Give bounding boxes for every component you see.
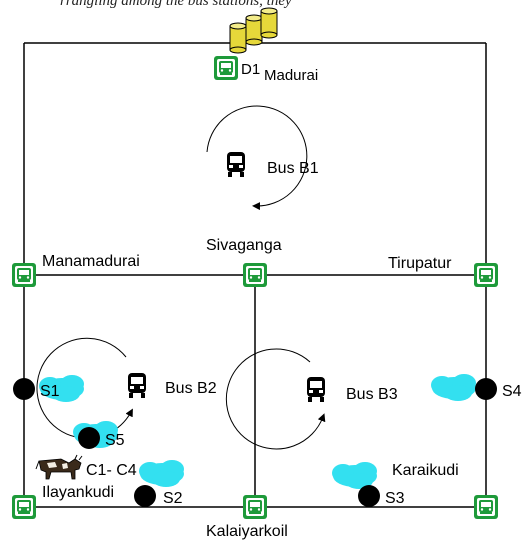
stop-label-s2: S2 bbox=[163, 490, 183, 507]
bus-label-b1: Bus B1 bbox=[267, 160, 319, 177]
bus-station-icon-tirupatur bbox=[474, 263, 498, 287]
fuel-depot-icon bbox=[229, 7, 278, 54]
stop-label-s1: S1 bbox=[40, 383, 60, 400]
bus-station-icon-karaikudi bbox=[474, 495, 498, 519]
bus-station-icon-ilayankudi bbox=[12, 495, 36, 519]
bus-station-icon-madurai bbox=[214, 56, 238, 80]
depot-id: D1 bbox=[241, 61, 260, 78]
bus-label-b2: Bus B2 bbox=[165, 380, 217, 397]
bus-icon-b2 bbox=[128, 373, 146, 398]
caption-text: rrangling among the bus stations, they bbox=[60, 0, 292, 8]
stop-label-s4: S4 bbox=[502, 383, 522, 400]
cattle-label: C1- C4 bbox=[86, 462, 137, 479]
station-label-karaikudi: Karaikudi bbox=[392, 462, 459, 479]
bus-station-icon-manamadurai bbox=[12, 263, 36, 287]
station-label-kalaiyarkoil: Kalaiyarkoil bbox=[206, 523, 288, 540]
station-label-ilayankudi: Ilayankudi bbox=[42, 484, 114, 501]
caption-fragment: rrangling among the bus stations, they bbox=[0, 0, 528, 8]
station-label-sivaganga: Sivaganga bbox=[206, 237, 282, 254]
depot-name: Madurai bbox=[264, 67, 318, 84]
bus-icon-b1 bbox=[227, 152, 245, 177]
rotation-arrow-icon-b1 bbox=[206, 105, 308, 211]
road-network bbox=[23, 42, 487, 508]
stop-dot-s1 bbox=[13, 378, 35, 400]
stop-dot-s4 bbox=[475, 378, 497, 400]
stop-label-s3: S3 bbox=[385, 490, 405, 507]
bus-station-icon-kalaiyarkoil bbox=[243, 495, 267, 519]
cow-icon bbox=[35, 454, 83, 480]
bus-station-icon-sivaganga bbox=[243, 263, 267, 287]
stop-dot-s5 bbox=[78, 427, 100, 449]
cloud-icon-s4 bbox=[431, 374, 476, 401]
bus-label-b3: Bus B3 bbox=[346, 386, 398, 403]
cloud-icon-c bbox=[139, 460, 184, 487]
stop-dot-s3 bbox=[358, 485, 380, 507]
rotation-arrow-icon-b3 bbox=[225, 348, 326, 450]
station-label-manamadurai: Manamadurai bbox=[42, 253, 140, 270]
stop-label-s5: S5 bbox=[105, 432, 125, 449]
bus-icon-b3 bbox=[307, 377, 325, 402]
station-label-tirupatur: Tirupatur bbox=[388, 255, 452, 272]
stop-dot-s2 bbox=[134, 485, 156, 507]
cloud-icon-s3 bbox=[332, 462, 377, 489]
